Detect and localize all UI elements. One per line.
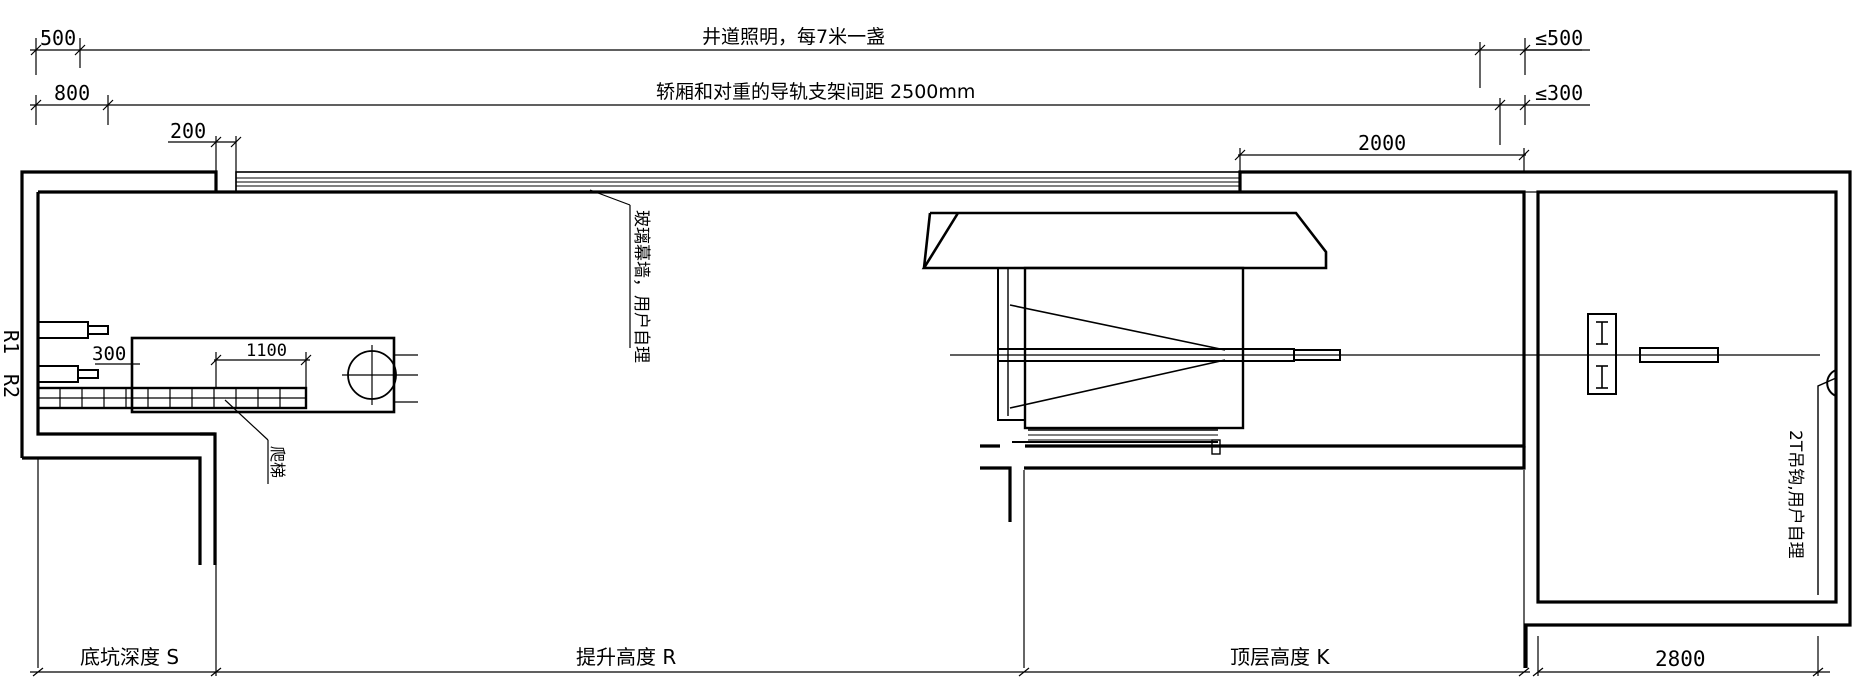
- dim-2800: 2800: [1655, 647, 1706, 671]
- travel-height-label: 提升高度 R: [576, 645, 676, 669]
- dim-800: 800: [54, 81, 90, 105]
- ladder-label: 爬梯: [268, 446, 287, 478]
- pit-buffer-assembly: 300 1100 爬梯 R1 R2: [0, 321, 418, 484]
- r2-label: R2: [0, 374, 23, 398]
- dimension-row-rail-bracket: 800 轿厢和对重的导轨支架间距 2500mm ≤300: [30, 81, 1590, 145]
- rail-bracket-note: 轿厢和对重的导轨支架间距 2500mm: [656, 81, 975, 103]
- machine-room-equipment: 2T吊钩,用户自理: [1587, 313, 1837, 595]
- overhead-height-label: 顶层高度 K: [1230, 645, 1330, 669]
- dim-300-buffer: 300: [92, 343, 126, 365]
- hook-label: 2T吊钩,用户自理: [1785, 430, 1805, 559]
- car-assembly: [921, 211, 1820, 455]
- glass-wall-label: 玻璃幕墙，用户自理: [631, 210, 651, 363]
- dim-300-right: ≤300: [1535, 81, 1583, 105]
- glass-curtain-wall: 玻璃幕墙，用户自理: [235, 171, 1241, 363]
- dim-500-right: ≤500: [1535, 26, 1583, 50]
- dimension-row-lighting: 500 井道照明，每7米一盏 ≤500: [30, 26, 1590, 88]
- r1-label: R1: [0, 330, 23, 354]
- lighting-note: 井道照明，每7米一盏: [702, 26, 885, 48]
- dimension-row-bottom: 底坑深度 S 提升高度 R 顶层高度 K 2800: [30, 470, 1830, 677]
- dim-2000: 2000: [1358, 131, 1406, 155]
- dim-1100: 1100: [246, 341, 287, 361]
- dim-200: 200: [170, 119, 206, 143]
- dim-500-left: 500: [40, 26, 76, 50]
- dimension-2000: 2000: [1234, 131, 1530, 172]
- pit-depth-label: 底坑深度 S: [80, 645, 179, 669]
- dimension-200: 200: [168, 119, 242, 192]
